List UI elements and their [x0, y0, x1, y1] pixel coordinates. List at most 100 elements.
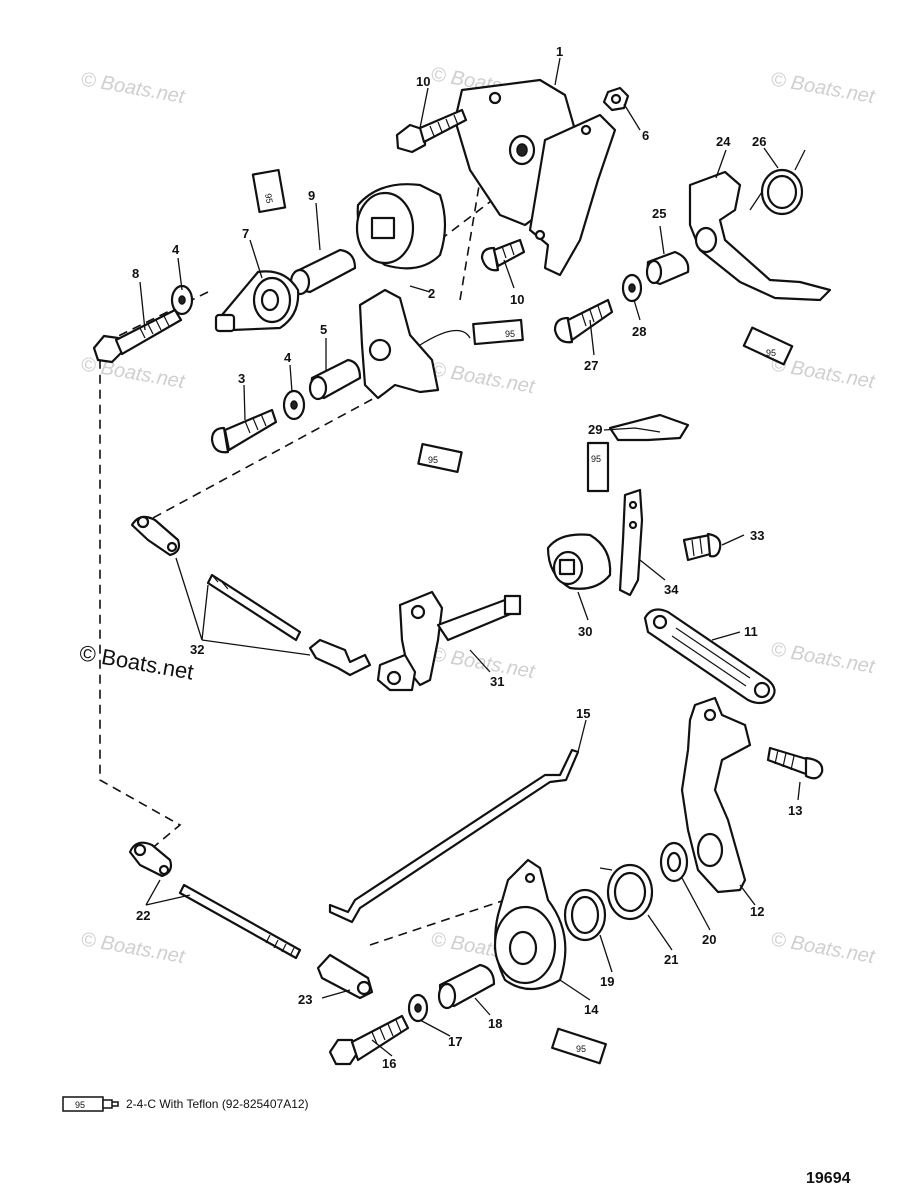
part-6-nut: [602, 86, 630, 112]
part-16-bolt: [328, 1014, 410, 1066]
part-9-sleeve: [289, 248, 357, 296]
callout-17: 17: [448, 1034, 462, 1049]
part-7-lever: [214, 270, 300, 333]
part-33-screw: [682, 532, 722, 562]
part-20-washer: [659, 841, 689, 883]
callout-20: 20: [702, 932, 716, 947]
callout-24: 24: [716, 134, 731, 149]
part-3-bolt: [210, 408, 278, 454]
callout-25: 25: [652, 206, 666, 221]
watermark: © Boats.net: [769, 928, 877, 968]
callout-21: 21: [664, 952, 678, 967]
callout-12: 12: [750, 904, 764, 919]
grease-tube: 95: [472, 318, 524, 346]
callout-18: 18: [488, 1016, 502, 1031]
callout-3: 3: [238, 371, 245, 386]
leader-lines: [139, 57, 801, 1057]
callout-13: 13: [788, 803, 802, 818]
svg-text:95: 95: [591, 454, 601, 464]
svg-text:95: 95: [428, 455, 438, 465]
callout-4: 4: [284, 350, 292, 365]
part-29-clip: [608, 413, 690, 442]
part-32-link: [130, 515, 372, 677]
watermark: © Boats.net: [769, 68, 877, 108]
part-10-bolt-lower: [480, 238, 526, 272]
callout-14: 14: [584, 1002, 599, 1017]
part-23-end: [316, 953, 374, 1000]
part-5-sleeve: [308, 358, 362, 401]
callout-33: 33: [750, 528, 764, 543]
callouts: 1 2 3 4 4 5 6 7 8 9 10 10 11 12 13 14 15…: [132, 44, 802, 1071]
callout-15: 15: [576, 706, 590, 721]
part-27-bolt: [553, 298, 614, 344]
grease-tube: 95: [251, 168, 287, 214]
grease-tube: 95: [417, 442, 463, 474]
part-18-sleeve: [437, 963, 496, 1010]
watermark: © Boats.net: [769, 638, 877, 678]
part-11-link-bar: [643, 608, 776, 705]
part-25-sleeve: [645, 250, 690, 286]
part-28-washer: [621, 273, 643, 303]
part-26-spring: [749, 149, 806, 216]
legend: 95 2-4-C With Teflon (92-825407A12): [62, 1096, 309, 1112]
callout-30: 30: [578, 624, 592, 639]
callout-10: 10: [416, 74, 430, 89]
part-13-screw: [766, 746, 824, 780]
part-10-bolt-upper: [395, 108, 468, 154]
callout-2: 2: [428, 286, 435, 301]
part-14-cam: [493, 858, 567, 991]
callout-8: 8: [132, 266, 139, 281]
callout-11: 11: [744, 624, 758, 639]
watermark: © Boats.net: [79, 353, 187, 393]
callout-29: 29: [588, 422, 602, 437]
svg-text:95: 95: [576, 1044, 586, 1054]
part-4-washer-upper: [170, 284, 194, 316]
part-24-bracket: [688, 170, 832, 302]
svg-text:95: 95: [263, 193, 275, 205]
callout-22: 22: [136, 908, 150, 923]
svg-text:95: 95: [75, 1100, 85, 1110]
part-31-lever: [376, 590, 522, 692]
part-2-cam: [355, 183, 471, 400]
assembly-lines: [99, 179, 521, 946]
part-1-bracket: [453, 78, 617, 277]
callout-28: 28: [632, 324, 646, 339]
watermark: © Boats.net: [79, 928, 187, 968]
part-21-spring: [599, 863, 654, 921]
callout-4: 4: [172, 242, 180, 257]
part-4-washer-lower: [282, 389, 306, 421]
watermark: © Boats.net: [429, 643, 537, 683]
part-19-spring: [563, 888, 607, 942]
part-22-link: [128, 841, 302, 960]
part-17-washer: [407, 993, 429, 1023]
part-8-bolt: [92, 308, 183, 364]
callout-23: 23: [298, 992, 312, 1007]
callout-32: 32: [190, 642, 204, 657]
callout-26: 26: [752, 134, 766, 149]
grease-tube: 95: [551, 1027, 607, 1065]
callout-1: 1: [556, 44, 563, 59]
svg-text:95: 95: [766, 348, 776, 358]
grease-tube-icon: 95: [62, 1096, 119, 1112]
watermark: © Boats.net: [429, 358, 537, 398]
legend-text: 2-4-C With Teflon (92-825407A12): [126, 1097, 309, 1111]
part-12-bracket: [680, 696, 752, 894]
callout-19: 19: [600, 974, 614, 989]
callout-16: 16: [382, 1056, 396, 1071]
svg-text:95: 95: [505, 329, 515, 339]
callout-7: 7: [242, 226, 249, 241]
part-30-housing: [546, 533, 612, 590]
grease-tube: 95: [586, 441, 610, 493]
callout-27: 27: [584, 358, 598, 373]
callout-34: 34: [664, 582, 679, 597]
callout-9: 9: [308, 188, 315, 203]
callout-10: 10: [510, 292, 524, 307]
callout-6: 6: [642, 128, 649, 143]
part-34-plate: [618, 488, 644, 597]
figure-number: 19694: [806, 1170, 851, 1187]
grease-tube: 95: [742, 326, 794, 366]
callout-31: 31: [490, 674, 504, 689]
callout-5: 5: [320, 322, 327, 337]
watermark: © Boats.net: [79, 68, 187, 108]
